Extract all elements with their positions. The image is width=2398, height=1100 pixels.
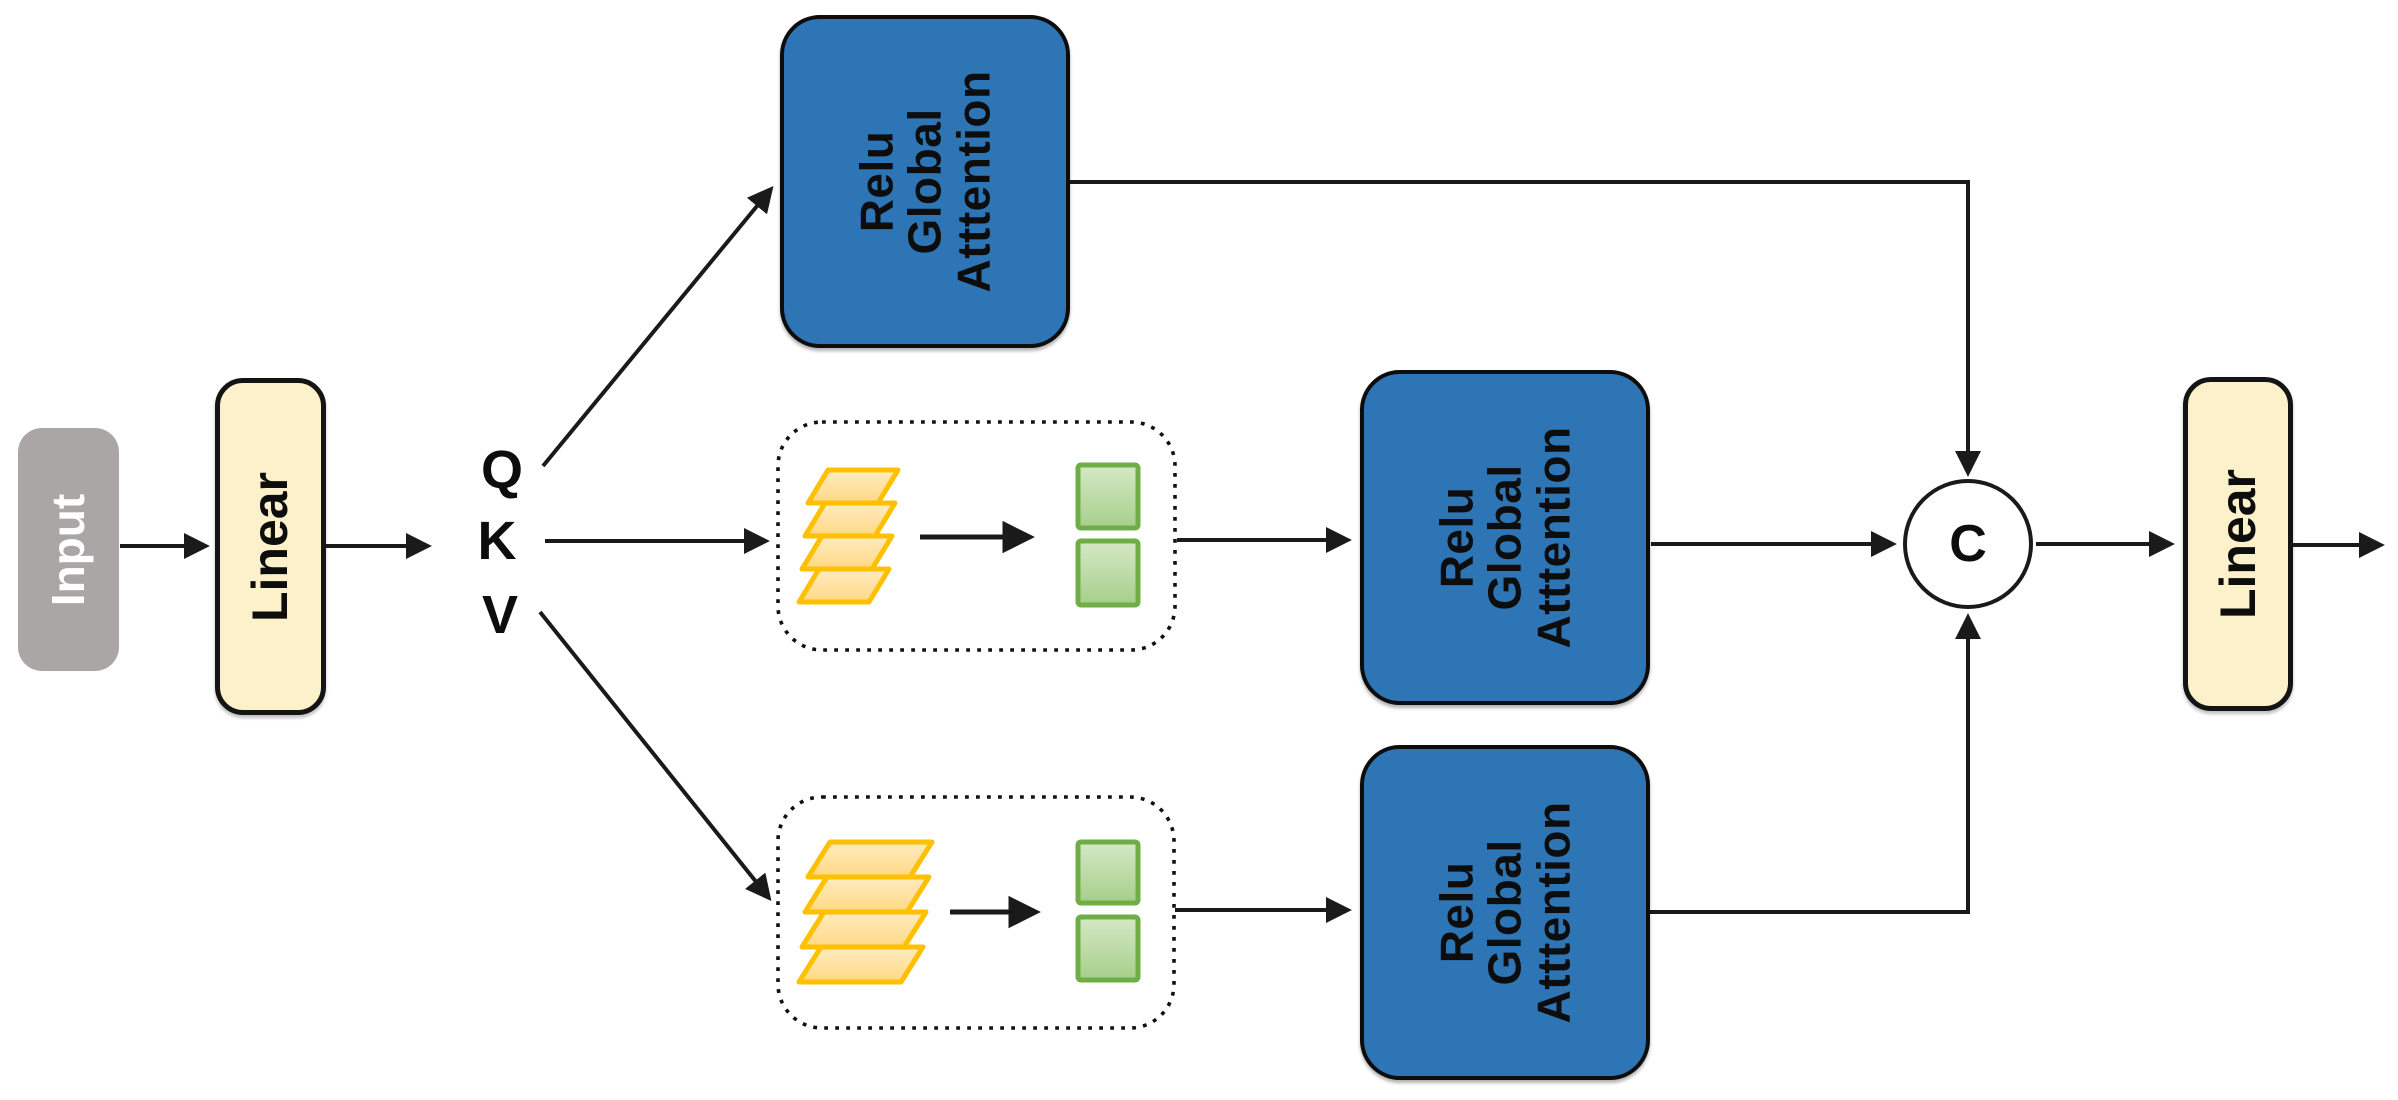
wire-attention-bottom-to-concat [1650,613,1981,914]
window-partition-box-bottom [776,795,1176,1030]
feature-map-card [802,500,898,539]
attention-top-label: Relu Global Atttention [850,70,1000,293]
wire-attention-top-to-concat [1068,180,1981,477]
linear-out-box: Linear [2183,377,2293,711]
feature-map-card [805,839,935,880]
attention-bottom-label: Relu Global Atttention [1430,801,1580,1024]
attention-mid-label: Relu Global Atttention [1430,426,1580,649]
feature-map-card [805,467,901,506]
relu-global-attention-box-top: Relu Global Atttention [780,15,1070,348]
feature-map-card [802,874,932,915]
k-projection-label: K [477,511,517,571]
v-projection-label: V [481,585,519,645]
concat-label: C [1949,515,1987,573]
feature-map-card [796,566,892,605]
input-label: Input [42,493,95,606]
token-pair-icon [1075,462,1141,608]
feature-map-card [799,533,895,572]
window-partition-box-mid [776,420,1177,652]
token-square [1075,839,1141,906]
token-square [1075,462,1141,531]
linear-out-label: Linear [2210,468,2266,620]
token-pair-icon [1075,839,1141,983]
linear-in-label: Linear [242,471,299,622]
feature-map-card [796,944,926,985]
input-box: Input [18,428,119,671]
token-square [1075,914,1141,983]
stacked-feature-maps-icon [796,839,935,985]
arrow-v-to-window-bottom [538,610,772,902]
relu-global-attention-box-mid: Relu Global Atttention [1360,370,1650,705]
token-square [1075,538,1141,608]
feature-map-card [799,909,929,950]
q-projection-label: Q [480,440,523,500]
arrow-q-to-attention-top [541,185,774,468]
relu-global-attention-box-bottom: Relu Global Atttention [1360,745,1650,1080]
concat-node: C [1903,479,2033,609]
stacked-feature-maps-icon [796,467,901,605]
linear-in-box: Linear [215,378,326,715]
